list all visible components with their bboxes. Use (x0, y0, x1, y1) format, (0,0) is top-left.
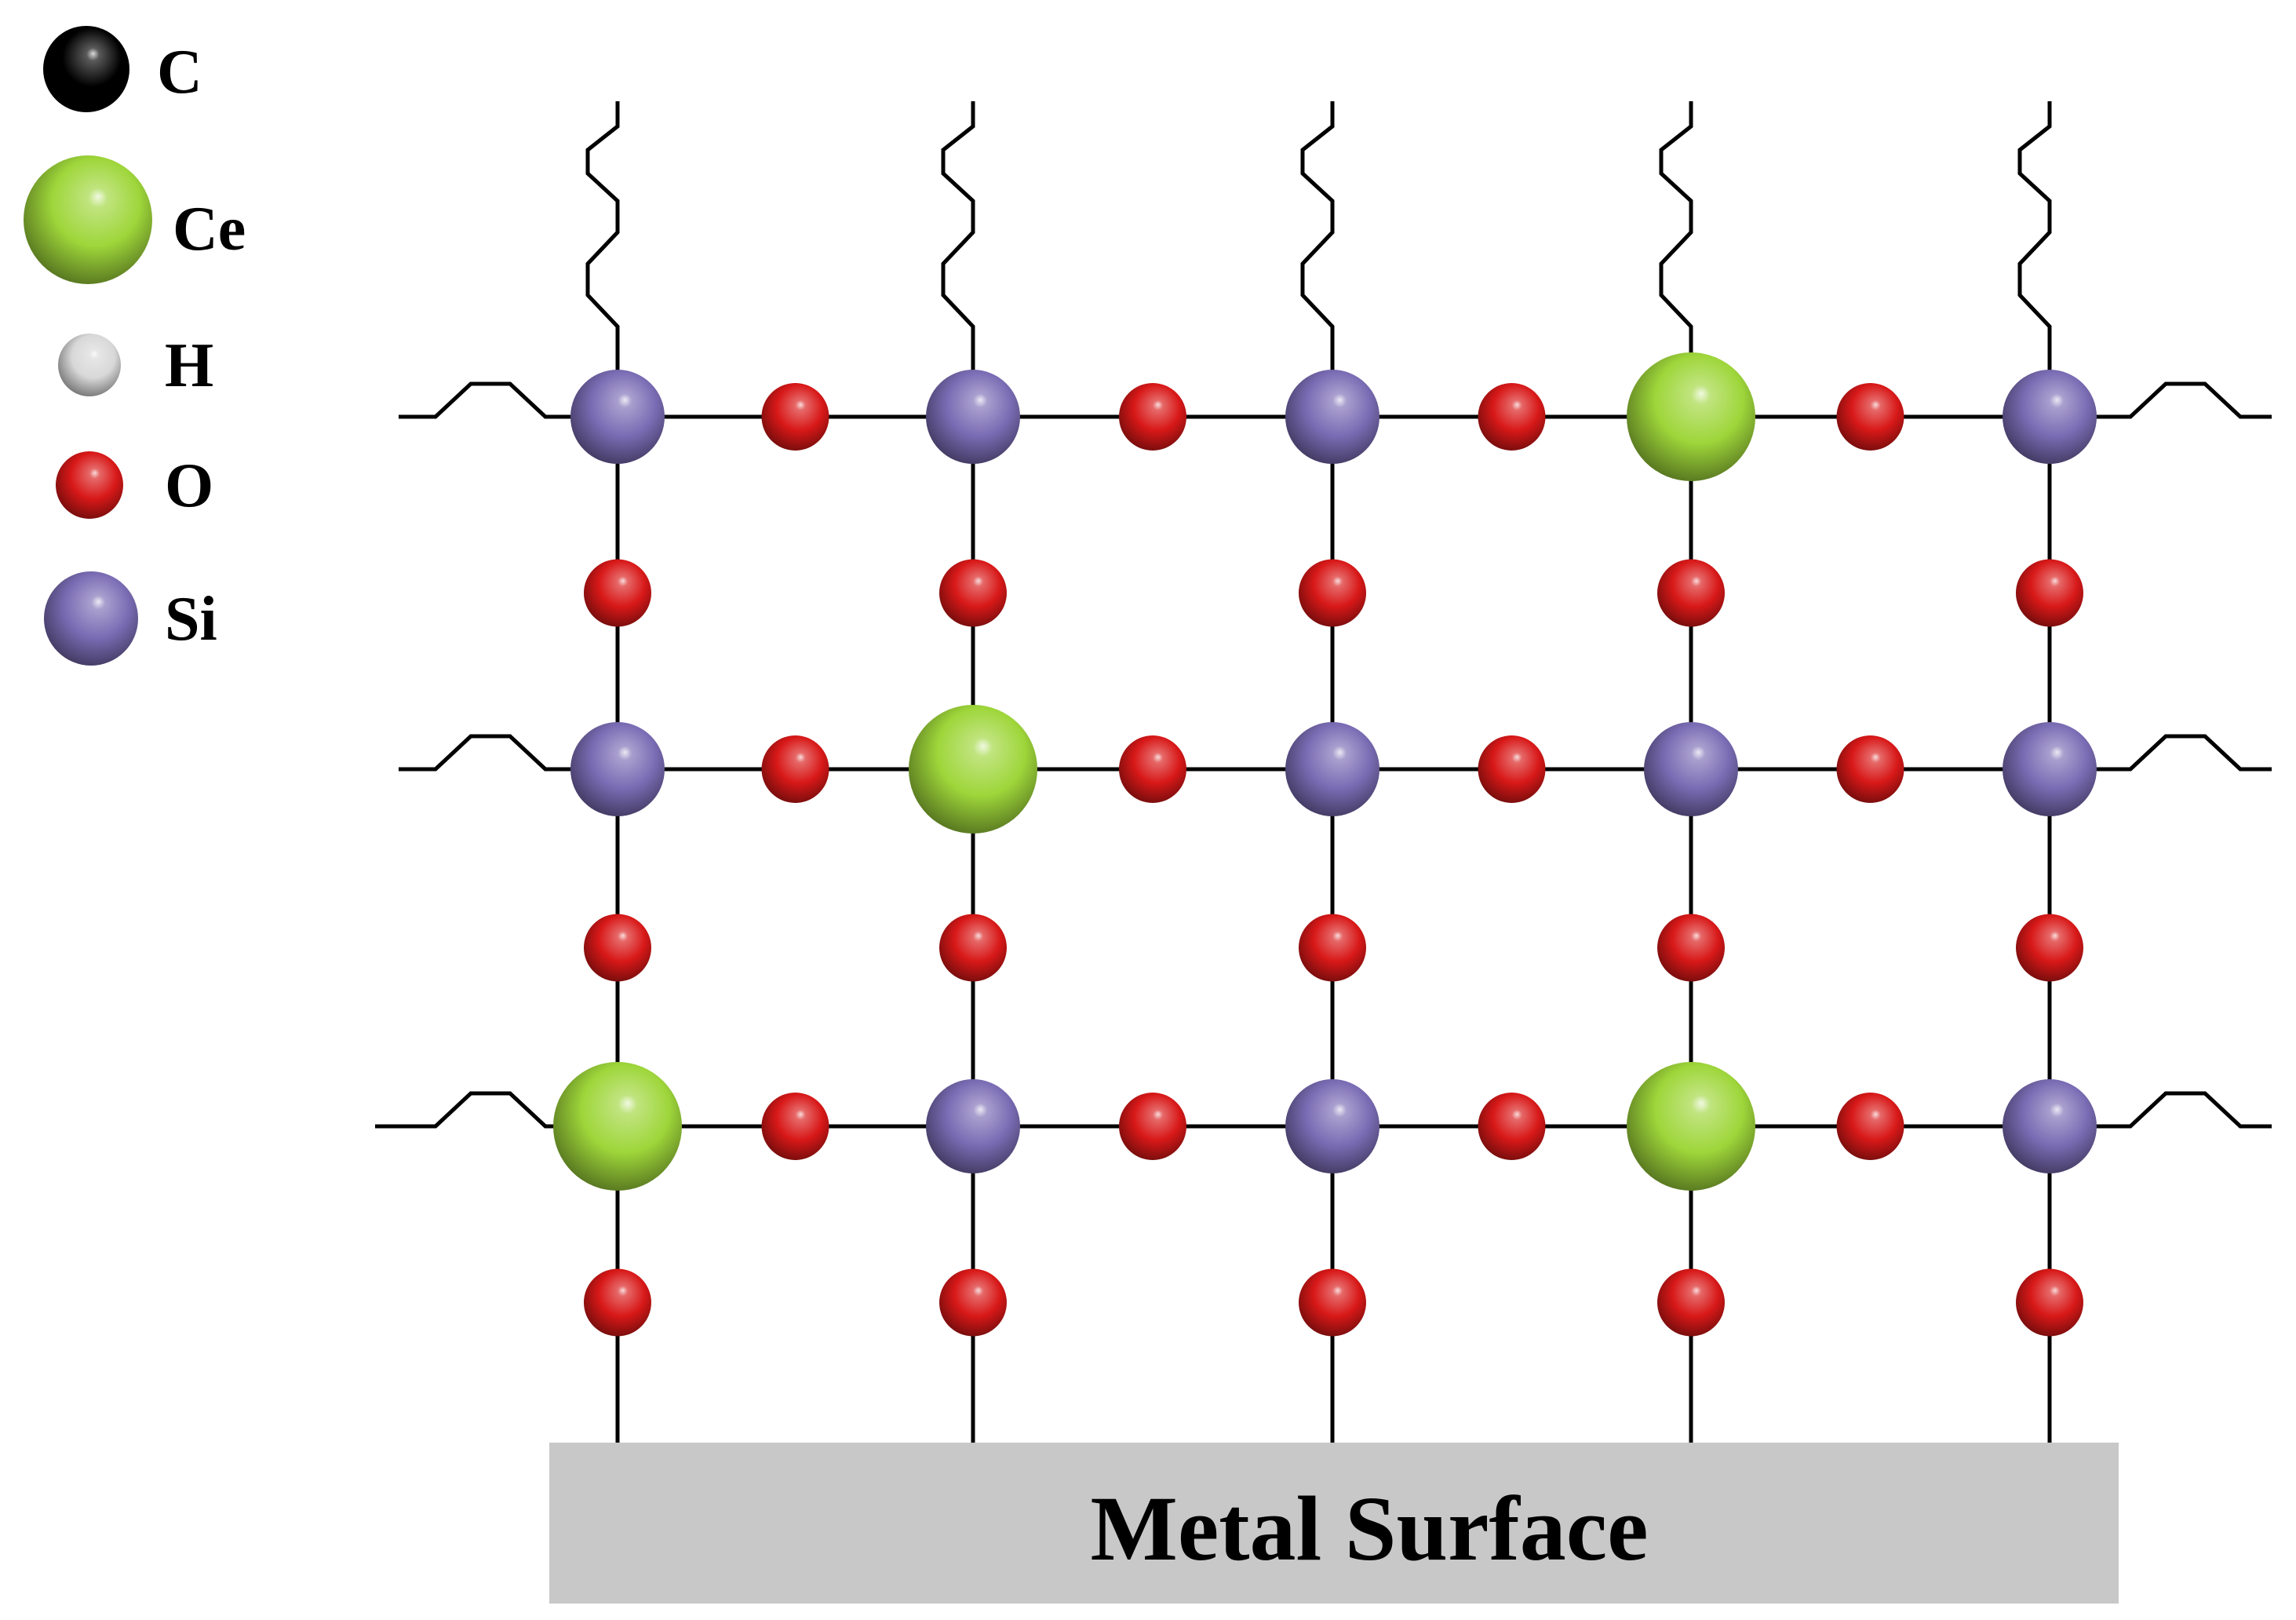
legend-atom-si (44, 571, 138, 666)
bridge-o-col5-2 (2016, 914, 2083, 982)
top-chain-column-4 (1659, 101, 1693, 417)
top-chain-column-3 (1300, 101, 1335, 417)
bridge-o-col2-3 (939, 1268, 1007, 1337)
legend-label-c: C (157, 38, 202, 107)
right-chain-row-1 (2050, 381, 2272, 419)
node-si-r1c3 (1285, 370, 1379, 464)
bridge-o-col3-2 (1299, 914, 1366, 982)
right-chain-row-3 (2050, 1091, 2272, 1129)
legend-label-h: H (165, 331, 213, 400)
node-ce-r3c1 (553, 1062, 682, 1191)
bridge-o-row3-4 (1836, 1093, 1904, 1160)
legend-item-h: H (58, 331, 213, 400)
legend-item-si: Si (44, 571, 217, 666)
metal-surface-label: Metal Surface (1091, 1477, 1649, 1580)
bridge-o-row2-2 (1119, 735, 1186, 803)
bridge-o-col2-2 (939, 914, 1007, 982)
metal-surface-plate (549, 1443, 2119, 1604)
node-ce-r2c2 (909, 705, 1037, 834)
metal-surface: Metal Surface (549, 1443, 2119, 1604)
legend-item-ce: Ce (24, 155, 246, 284)
bridge-o-row1-2 (1119, 383, 1186, 451)
bridge-o-row3-2 (1119, 1093, 1186, 1160)
legend-label-o: O (165, 451, 213, 520)
legend-atom-h (58, 334, 121, 396)
node-si-r1c5 (2003, 370, 2097, 464)
bridge-o-col1-2 (584, 914, 651, 982)
legend-atom-c (43, 26, 129, 112)
legend-label-ce: Ce (173, 195, 246, 264)
bridge-o-col1-3 (584, 1268, 651, 1337)
bridge-o-row3-1 (761, 1093, 829, 1160)
bridge-o-row2-3 (1478, 735, 1546, 803)
bridge-o-row3-3 (1478, 1093, 1546, 1160)
node-si-r3c3 (1285, 1079, 1379, 1173)
node-si-r2c1 (570, 722, 665, 816)
bridge-o-row1-4 (1836, 383, 1904, 451)
left-chain-row-2 (399, 734, 618, 772)
node-si-r2c4 (1644, 722, 1738, 816)
bridge-o-col1-1 (584, 559, 651, 627)
legend-item-o: O (56, 451, 213, 520)
bridge-o-row1-1 (761, 383, 829, 451)
bridge-o-col3-3 (1299, 1268, 1366, 1337)
legend-item-c: C (43, 26, 202, 112)
node-si-r3c5 (2003, 1079, 2097, 1173)
bridge-o-col4-3 (1657, 1268, 1725, 1337)
left-chain-row-1 (399, 381, 618, 419)
bridge-o-row2-4 (1836, 735, 1904, 803)
bridge-o-row1-3 (1478, 383, 1546, 451)
node-si-r2c3 (1285, 722, 1379, 816)
bridge-o-col4-1 (1657, 559, 1725, 627)
bridge-o-col5-3 (2016, 1268, 2083, 1337)
top-chain-column-5 (2017, 101, 2052, 417)
legend-atom-o (56, 451, 123, 519)
legend-label-si: Si (165, 585, 217, 654)
node-si-r1c2 (926, 370, 1020, 464)
bridge-o-row2-1 (761, 735, 829, 803)
node-ce-r1c4 (1627, 352, 1755, 481)
bridge-o-col4-2 (1657, 914, 1725, 982)
node-si-r3c2 (926, 1079, 1020, 1173)
legend-atom-ce (24, 155, 152, 284)
bridge-o-col5-1 (2016, 559, 2083, 627)
node-ce-r3c4 (1627, 1062, 1755, 1191)
bridge-o-col2-1 (939, 559, 1007, 627)
top-chain-column-1 (585, 101, 620, 417)
bridge-o-col3-1 (1299, 559, 1366, 627)
atom-layer (553, 352, 2097, 1337)
right-chain-row-2 (2050, 734, 2272, 772)
node-si-r1c1 (570, 370, 665, 464)
node-si-r2c5 (2003, 722, 2097, 816)
top-chain-column-2 (941, 101, 975, 417)
